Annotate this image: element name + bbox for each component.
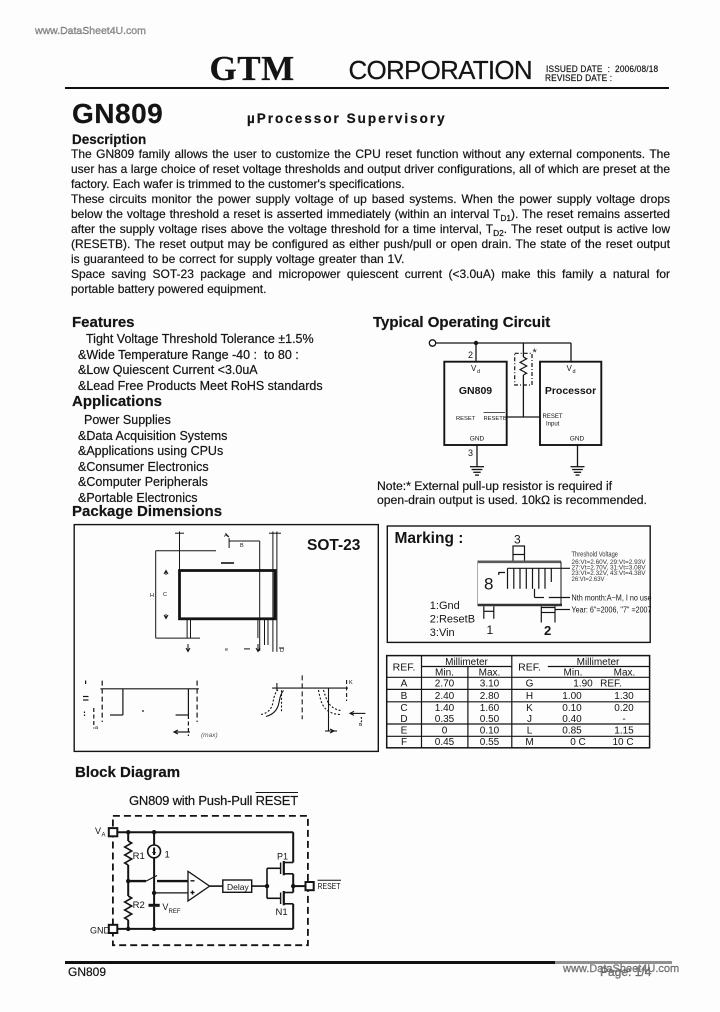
svg-text:0.10: 0.10 [562,703,582,714]
svg-text:R2: R2 [133,900,145,911]
svg-text:K: K [526,703,533,714]
svg-text:B: B [240,543,244,549]
svg-text:2.70: 2.70 [435,679,455,690]
svg-text:0.50: 0.50 [480,714,500,725]
svg-text:GND: GND [470,436,485,443]
svg-text:RESETB: RESETB [484,416,507,422]
svg-text:C: C [400,703,407,714]
svg-text:27:Vt=2.70V, 31:Vt=3.08V: 27:Vt=2.70V, 31:Vt=3.08V [572,566,646,572]
svg-text:0.55: 0.55 [480,737,500,748]
svg-text:RESET: RESET [318,881,341,891]
svg-text:A: A [224,533,228,539]
svg-text:1.40: 1.40 [435,703,455,714]
svg-text:Min.: Min. [564,668,583,679]
svg-text:B: B [401,691,408,702]
svg-text:H: H [150,593,154,599]
svg-text:0: 0 [442,725,448,736]
svg-text:d: d [573,369,576,375]
svg-text:C: C [163,592,167,598]
svg-text:REF.: REF. [600,679,622,690]
svg-text:2:ResetB: 2:ResetB [430,614,475,626]
svg-text:Nth month:A~M, I no use: Nth month:A~M, I no use [572,594,652,603]
svg-text:V: V [567,364,573,373]
svg-text:RESET: RESET [456,416,476,422]
svg-text:d: d [477,369,480,375]
svg-text:1.15: 1.15 [614,725,634,736]
svg-text:1:Gnd: 1:Gnd [430,600,460,612]
svg-text:a: a [359,722,363,728]
svg-text:P1: P1 [277,852,288,862]
svg-text:Max.: Max. [614,668,636,679]
svg-text:e: e [225,647,228,653]
svg-text:A: A [401,679,408,690]
svg-text:1.00: 1.00 [562,691,582,702]
svg-text:REF.: REF. [518,662,541,674]
svg-text:SOT-23: SOT-23 [307,537,361,554]
svg-text:E: E [401,725,408,736]
svg-text:0 C: 0 C [570,737,586,748]
svg-text:R1: R1 [133,851,145,862]
svg-text:8: 8 [484,575,493,594]
svg-text:J: J [527,714,532,725]
svg-text:(max): (max) [201,732,218,739]
svg-text:F: F [401,737,407,748]
svg-text:M: M [525,737,533,748]
svg-text:A: A [102,833,106,839]
svg-text:Delay: Delay [227,882,249,892]
svg-text:Millimeter: Millimeter [445,657,488,668]
svg-text:V: V [471,364,477,373]
svg-text:2.40: 2.40 [435,691,455,702]
svg-text:2.80: 2.80 [480,691,500,702]
svg-text:Marking :: Marking : [395,530,464,547]
svg-text:26:Vt=2.60V, 29:Vt=2.93V: 26:Vt=2.60V, 29:Vt=2.93V [572,560,646,566]
svg-text:2: 2 [468,350,473,360]
svg-text:Year: 6"=2006, "7" =2007: Year: 6"=2006, "7" =2007 [572,606,652,615]
svg-text:V: V [162,902,168,912]
svg-text:*: * [533,347,538,359]
svg-text:3:Vin: 3:Vin [430,627,455,639]
svg-text:-: - [622,714,625,725]
svg-text:Max.: Max. [479,668,501,679]
svg-text:V: V [95,826,101,836]
svg-text:N1: N1 [276,907,288,918]
svg-text:Input: Input [546,422,560,428]
svg-text:0.85: 0.85 [562,725,582,736]
svg-text:L: L [527,725,533,736]
svg-text:1.60: 1.60 [480,703,500,714]
svg-text:23:Vt=2.32V, 43:Vt=4.38V: 23:Vt=2.32V, 43:Vt=4.38V [572,571,646,577]
svg-text:Processor: Processor [545,385,596,397]
svg-text:K: K [349,680,353,686]
svg-text:D: D [400,714,407,725]
svg-text:G: G [526,679,534,690]
svg-text:3.10: 3.10 [480,679,500,690]
svg-text:3: 3 [514,533,521,547]
svg-text:1.30: 1.30 [614,691,634,702]
svg-text:1: 1 [165,850,170,861]
svg-text:Min.: Min. [435,668,454,679]
svg-text:3: 3 [468,448,473,458]
svg-text:GND: GND [570,436,585,443]
svg-text:0.45: 0.45 [435,737,455,748]
svg-text:GND: GND [90,926,111,936]
svg-text:D: D [280,648,284,654]
svg-text:H: H [526,691,533,702]
svg-text:1.90: 1.90 [573,679,593,690]
svg-text:1: 1 [487,623,494,637]
svg-text:REF.: REF. [393,662,416,674]
svg-text:a: a [95,725,99,731]
svg-text:GN809: GN809 [459,385,492,397]
svg-text:2: 2 [544,623,551,638]
svg-text:0.20: 0.20 [614,703,634,714]
svg-text:0.10: 0.10 [480,725,500,736]
svg-text:0.35: 0.35 [435,714,455,725]
svg-text:Millimeter: Millimeter [577,657,620,668]
svg-text:10 C: 10 C [612,737,633,748]
svg-text:REF: REF [169,909,181,915]
svg-text:Threshold Voltage: Threshold Voltage [572,552,619,559]
svg-text:0.40: 0.40 [562,714,582,725]
svg-text:RESET: RESET [543,414,563,420]
svg-text:26:Vt=2.63V: 26:Vt=2.63V [572,577,605,583]
